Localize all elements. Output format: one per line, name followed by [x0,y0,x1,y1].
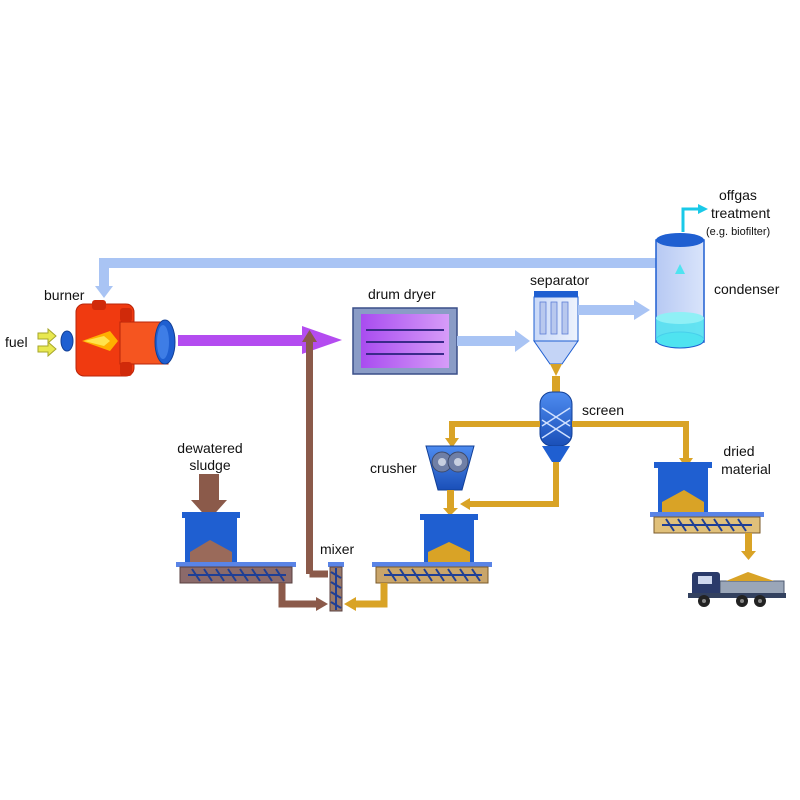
dewatered-sludge-label-line2: sludge [189,457,231,473]
offgas-outlet-arrow [681,204,708,232]
screen-underflow-line [460,462,559,510]
burner [60,300,176,377]
recycle-screw-conveyor [372,562,492,584]
sludge-feed-arrow [191,474,227,520]
screen-to-crusher-line [445,421,540,448]
truck [688,572,786,607]
condenser [655,233,705,349]
dryer-to-separator-line [457,330,530,352]
dewatered-sludge-label-line1: dewatered [177,440,243,456]
dried-material-label-line1: dried [723,443,755,459]
hot-gas-line [178,326,342,354]
drum-dryer-label: drum dryer [368,286,436,302]
mixer-label: mixer [320,541,355,557]
sludge-to-mixer-line [278,583,328,611]
separator-label: separator [530,272,590,288]
crusher [425,445,475,491]
product-to-truck-line [741,533,756,560]
recycle-to-mixer-line [344,583,388,611]
product-hopper [654,462,712,514]
sludge-hopper [182,512,240,564]
screen [539,376,573,462]
fuel-label: fuel [5,334,28,350]
screen-label: screen [582,402,625,418]
offgas-label-line1: offgas [719,187,757,203]
screen-to-product-line [572,421,693,468]
fuel-arrows [37,327,57,358]
product-screw-conveyor [650,512,764,534]
mixer-recycle-line [302,330,328,578]
sludge-screw-conveyor [176,562,296,584]
offgas-label-line3: (e.g. biofilter) [706,226,771,238]
recycle-hopper [420,514,478,564]
crusher-label: crusher [370,460,417,476]
crusher-to-bin-line [443,490,458,516]
offgas-label-line2: treatment [711,205,771,221]
burner-label: burner [44,287,85,303]
mixer [328,562,344,612]
drum-dryer [352,307,458,375]
separator-to-condenser-line [578,300,650,320]
separator [533,291,579,376]
offgas-return-line [95,258,656,298]
condenser-label: condenser [714,281,780,297]
dried-material-label-line2: material [721,461,771,477]
